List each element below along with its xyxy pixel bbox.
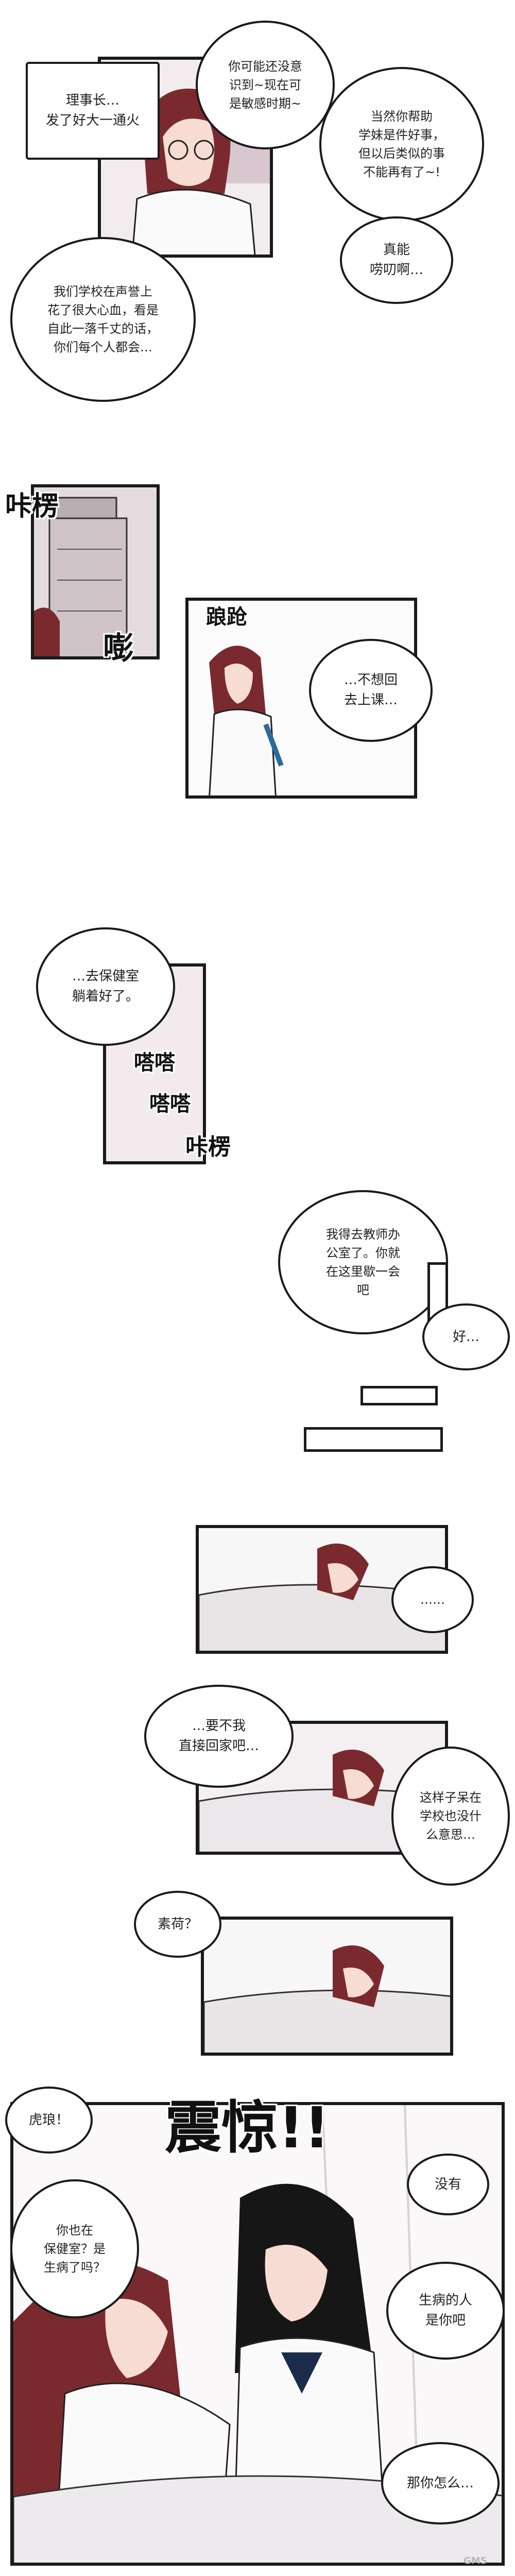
panel-bed-3 (201, 1917, 453, 2056)
speech-bubble-4: 真能 唠叨啊… (340, 216, 453, 304)
speech-bubble-13: 素荷？ (134, 1891, 221, 1958)
panel-door (31, 484, 160, 659)
speech-bubble-15: 你也在 保健室？是 生病了吗？ (10, 2179, 139, 2318)
sfx-kalang-2: 咔楞 (185, 1134, 231, 1160)
speech-bubble-18: 那你怎么… (381, 2442, 500, 2524)
speech-bubble-10: …… (391, 1566, 474, 1633)
speech-bubble-14: 虎琅！ (5, 2087, 93, 2154)
speech-bubble-11: …要不我 直接回家吧… (144, 1685, 294, 1788)
speech-bubble-16: 没有 (407, 2154, 489, 2215)
sfx-kalang-1: 咔楞 (5, 491, 59, 522)
speech-bubble-5: 我们学校在声誉上 花了很大心血，看是 自此一落千丈的话， 你们每个人都会… (10, 237, 196, 402)
sfx-liangqiang: 踉跄 (206, 605, 247, 629)
sfx-zhenjing: 震惊!! (165, 2095, 330, 2161)
girl-in-bed-3 (204, 1920, 450, 2053)
speech-bubble-7: …去保健室 躺着好了。 (36, 927, 175, 1046)
speech-bubble-1: 理事长… 发了好大一通火 (26, 62, 160, 160)
character-stumbling (188, 601, 414, 795)
sfx-peng: 嘭 (103, 631, 134, 667)
door-illustration (34, 487, 157, 656)
speech-bubble-3: 当然你帮助 学妹是件好事， 但以后类似的事 不能再有了~! (319, 67, 484, 222)
speech-bubble-2: 你可能还没意 识到~现在可 是敏感时期~ (196, 21, 335, 149)
speech-bubble-8: 我得去教师办 公室了。你就 在这里歇一会 吧 (278, 1190, 448, 1334)
panel-strip-2 (360, 1386, 438, 1405)
speech-bubble-9: 好… (422, 1303, 510, 1370)
sfx-dada-2: 嗒嗒 (149, 1092, 191, 1116)
speech-bubble-17: 生病的人 是你吧 (386, 2262, 505, 2360)
speech-bubble-12: 这样子呆在 学校也没什 么意思… (391, 1747, 510, 1886)
panel-stumble (185, 598, 417, 799)
speech-bubble-6: …不想回 去上课… (309, 639, 433, 742)
sfx-dada-1: 嗒嗒 (134, 1051, 175, 1075)
watermark-gms: GMS (464, 2555, 487, 2566)
panel-strip-3 (304, 1427, 443, 1452)
